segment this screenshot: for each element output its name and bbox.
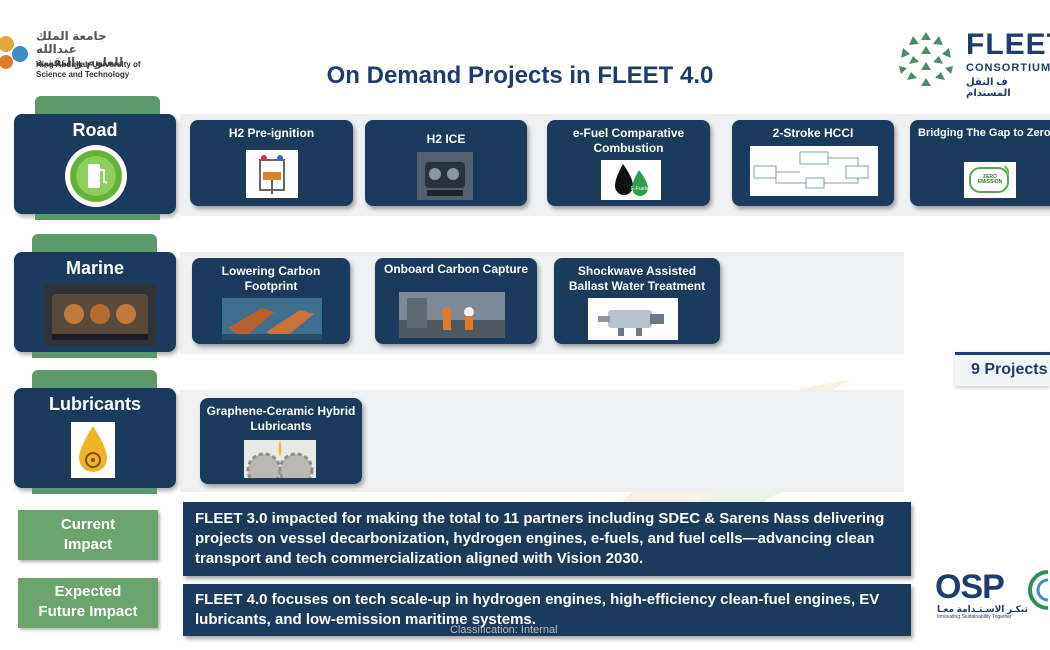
kaust-ar-line2: للعلوم والتقنية [36,55,124,69]
project-title: Onboard Carbon Capture [383,262,528,276]
lubricants-foot [32,488,157,494]
gears-oil-photo [244,440,316,478]
category-road[interactable]: Road [14,114,176,214]
project-title: Bridging The Gap to Zero Emission/Aftert… [918,127,1050,139]
project-title: Graphene-Ceramic Hybrid Lubricants [206,404,356,433]
future-impact-text: FLEET 4.0 focuses on tech scale-up in hy… [183,584,911,636]
osp-swirl-icon [1028,570,1049,610]
project-title: e-Fuel Comparative Combustion [572,126,685,155]
oil-drop-icon [71,422,115,478]
project-title: H2 Pre-ignition [228,126,315,140]
osp-arabic: تبكـر الاسـتـدامة معـا [937,604,1028,614]
future-impact-line1: Expected [54,583,122,600]
road-tab [35,96,160,116]
kaust-ar-line1: جامعة الملك عبدالله [36,29,107,56]
engine-photo [417,152,473,200]
project-card-2-stroke-hcci[interactable]: 2-Stroke HCCI [732,120,894,206]
fleet-logo-text: FLEET [966,28,1050,61]
page-title: On Demand Projects in FLEET 4.0 [326,62,714,89]
marine-engine-photo [44,284,156,346]
kaust-logo-icon [0,36,28,69]
project-card-graphene-ceramic[interactable]: Graphene-Ceramic Hybrid Lubricants [200,398,362,484]
project-card-onboard-carbon-capture[interactable]: Onboard Carbon Capture [375,258,537,344]
zero-emission-badge: ZERO EMISSION [964,162,1016,198]
marine-tab [32,234,157,254]
ev-charging-icon [65,145,127,207]
fleet-triangles-logo-icon [899,32,953,86]
current-impact-label: Current Impact [18,510,158,560]
project-card-h2-pre-ignition[interactable]: H2 Pre-ignition [190,120,353,206]
e-fuels-drop-icon: E-Fuels [601,160,661,200]
osp-english: Innovating Sustainability Together [937,614,1012,620]
future-impact-label: Expected Future Impact [18,578,158,628]
engine-cylinder-diagram [246,150,298,198]
current-impact-line2: Impact [63,536,113,553]
project-title: H2 ICE [426,132,466,146]
project-card-e-fuel-combustion[interactable]: e-Fuel Comparative Combustion E-Fuels [547,120,710,206]
project-card-zero-emission[interactable]: Bridging The Gap to Zero Emission/Aftert… [910,120,1050,206]
kaust-en-line1: King Abdullah University of [36,60,141,69]
project-card-shockwave-ballast[interactable]: Shockwave Assisted Ballast Water Treatme… [554,258,720,344]
kaust-en-line2: Science and Technology [36,70,130,79]
lubricants-tab [32,370,157,390]
project-title: 2-Stroke HCCI [772,126,854,140]
e-fuels-label: E-Fuels [631,186,649,192]
project-card-h2-ice[interactable]: H2 ICE [365,120,527,206]
process-flow-diagram [750,146,878,196]
kaust-english-name: King Abdullah University of Science and … [36,60,156,80]
category-road-label: Road [72,120,118,140]
project-title: Shockwave Assisted Ballast Water Treatme… [568,264,706,293]
category-marine-label: Marine [65,258,125,278]
zero-emission-label: ZERO EMISSION [977,174,1003,185]
fleet-logo-arabic: ف النقل المستدام [966,77,1011,99]
ballast-machine-photo [588,298,678,340]
fleet-logo-subtitle: CONSORTIUM [966,62,1050,74]
current-impact-text: FLEET 3.0 impacted for making the total … [183,502,911,576]
classification-note: Classification: Internal [450,624,558,636]
kaust-arabic-name: جامعة الملك عبدالله للعلوم والتقنية [36,30,146,69]
cargo-ships-photo [222,298,322,340]
osp-logo-text: OSP [935,568,1005,606]
category-lubricants-label: Lubricants [48,394,141,414]
road-foot [35,214,160,220]
category-marine[interactable]: Marine [14,252,176,352]
marine-foot [32,352,157,358]
project-count-badge: 9 Projects [955,352,1050,386]
future-impact-line2: Future Impact [38,603,138,620]
project-card-lowering-carbon[interactable]: Lowering Carbon Footprint [192,258,350,344]
current-impact-line1: Current [60,516,116,533]
category-lubricants[interactable]: Lubricants [14,388,176,488]
project-title: Lowering Carbon Footprint [221,264,321,293]
industrial-workers-photo [399,292,505,338]
